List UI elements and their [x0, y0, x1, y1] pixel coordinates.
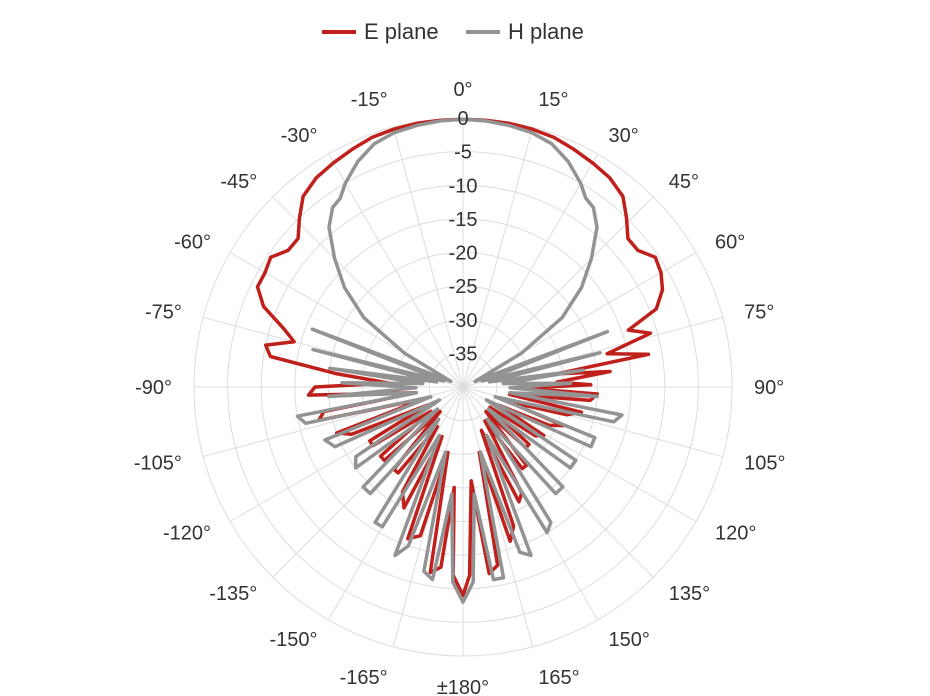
- angle-tick-label: 15°: [538, 89, 568, 111]
- series-layer: [255, 117, 665, 604]
- grid-spoke: [392, 127, 464, 388]
- angle-tick-label: 60°: [715, 232, 745, 254]
- radial-tick-label: -5: [454, 142, 472, 164]
- radial-axis-labels: 0 -5 -10 -15 -20 -25 -30 -35: [449, 108, 478, 365]
- angle-tick-label: 165°: [538, 667, 579, 689]
- angle-tick-label: 75°: [744, 302, 774, 324]
- angle-tick-label: -30°: [281, 125, 318, 147]
- angle-tick-label: -75°: [145, 302, 182, 324]
- angle-tick-label: 90°: [754, 377, 784, 399]
- radial-tick-label: -35: [449, 343, 478, 365]
- angle-tick-label: -60°: [174, 232, 211, 254]
- grid-spoke: [272, 196, 464, 388]
- grid-spoke: [328, 153, 464, 388]
- angle-tick-label: 120°: [715, 523, 756, 545]
- radial-tick-label: -25: [449, 276, 478, 298]
- angle-tick-label: 0°: [453, 79, 472, 101]
- polar-grid: [193, 117, 733, 657]
- angle-tick-label: -15°: [351, 89, 388, 111]
- series-line-h-plane: [295, 117, 624, 604]
- grid-spoke: [462, 386, 534, 647]
- angle-tick-label: -105°: [134, 452, 182, 474]
- grid-spoke: [462, 196, 654, 388]
- angle-tick-label: 105°: [744, 452, 785, 474]
- legend-label-h-plane: H plane: [508, 19, 584, 44]
- grid-spoke: [462, 127, 534, 388]
- angle-tick-label: -45°: [220, 171, 257, 193]
- angular-axis-labels: 0° 15° 30° 45° 60° 75° 90° 105° 120° 135° 150° 165°…: [134, 79, 786, 696]
- radial-tick-label: -30: [449, 310, 478, 332]
- angle-tick-label: 30°: [609, 125, 639, 147]
- angle-tick-label: -165°: [340, 667, 388, 689]
- angle-tick-label: ±180°: [437, 677, 489, 696]
- angle-tick-label: 45°: [669, 171, 699, 193]
- radial-tick-label: -10: [449, 175, 478, 197]
- radial-tick-label: -20: [449, 243, 478, 265]
- angle-tick-label: -120°: [163, 523, 211, 545]
- angle-tick-label: 135°: [669, 583, 710, 605]
- legend: E plane H plane: [322, 19, 584, 44]
- angle-tick-label: -90°: [135, 377, 172, 399]
- angle-tick-label: -150°: [269, 629, 317, 651]
- legend-label-e-plane: E plane: [364, 19, 439, 44]
- radial-tick-label: 0: [457, 108, 468, 130]
- radial-tick-label: -15: [449, 209, 478, 231]
- grid-spoke: [462, 153, 598, 388]
- angle-tick-label: -135°: [209, 583, 257, 605]
- angle-tick-label: 150°: [609, 629, 650, 651]
